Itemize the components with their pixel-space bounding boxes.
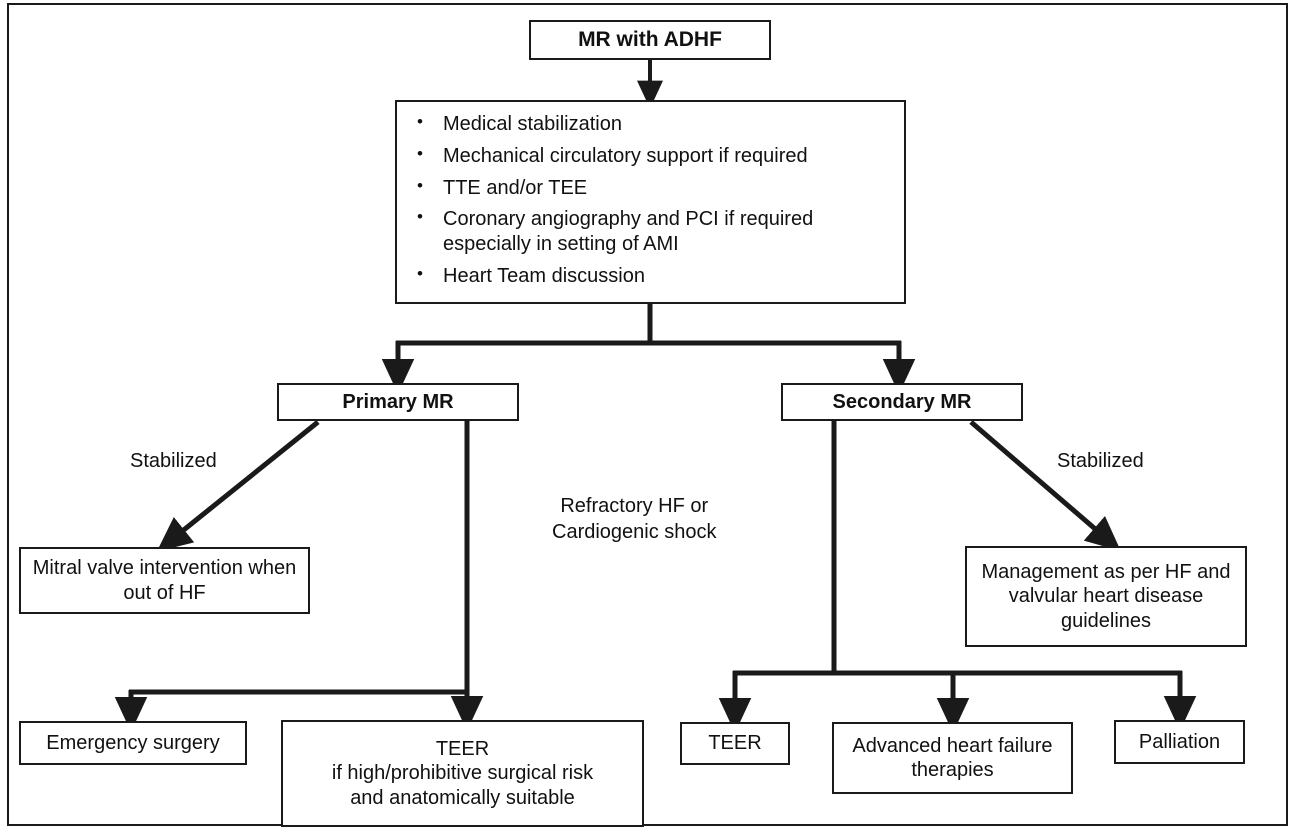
edge-label-refractory-hf: Refractory HF or Cardiogenic shock [552,495,717,543]
workup-bullet-item: Coronary angiography and PCI if required… [417,206,890,257]
workup-bullet-item: Mechanical circulatory support if requir… [417,143,890,169]
workup-bullet-item: TTE and/or TEE [417,175,890,201]
edge-label-stabilized-primary: Stabilized [130,450,217,472]
workup-bullet-item: Heart Team discussion [417,263,890,289]
diagram-outer-border [7,3,1288,826]
node-teer-primary[interactable]: TEER if high/prohibitive surgical risk a… [281,720,644,827]
node-management-guidelines[interactable]: Management as per HF and valvular heart … [965,546,1247,647]
node-mitral-valve-intervention[interactable]: Mitral valve intervention when out of HF [19,547,310,614]
node-primary-mr[interactable]: Primary MR [277,383,519,421]
workup-bullet-list: Medical stabilization Mechanical circula… [397,111,904,289]
workup-bullet-item: Medical stabilization [417,111,890,137]
node-teer-secondary[interactable]: TEER [680,722,790,765]
node-emergency-surgery[interactable]: Emergency surgery [19,721,247,765]
node-mr-with-adhf[interactable]: MR with ADHF [529,20,771,60]
node-initial-workup[interactable]: Medical stabilization Mechanical circula… [395,100,906,304]
edge-label-stabilized-secondary: Stabilized [1057,450,1144,472]
node-palliation[interactable]: Palliation [1114,720,1245,764]
node-secondary-mr[interactable]: Secondary MR [781,383,1023,421]
node-advanced-hf-therapies[interactable]: Advanced heart failure therapies [832,722,1073,794]
